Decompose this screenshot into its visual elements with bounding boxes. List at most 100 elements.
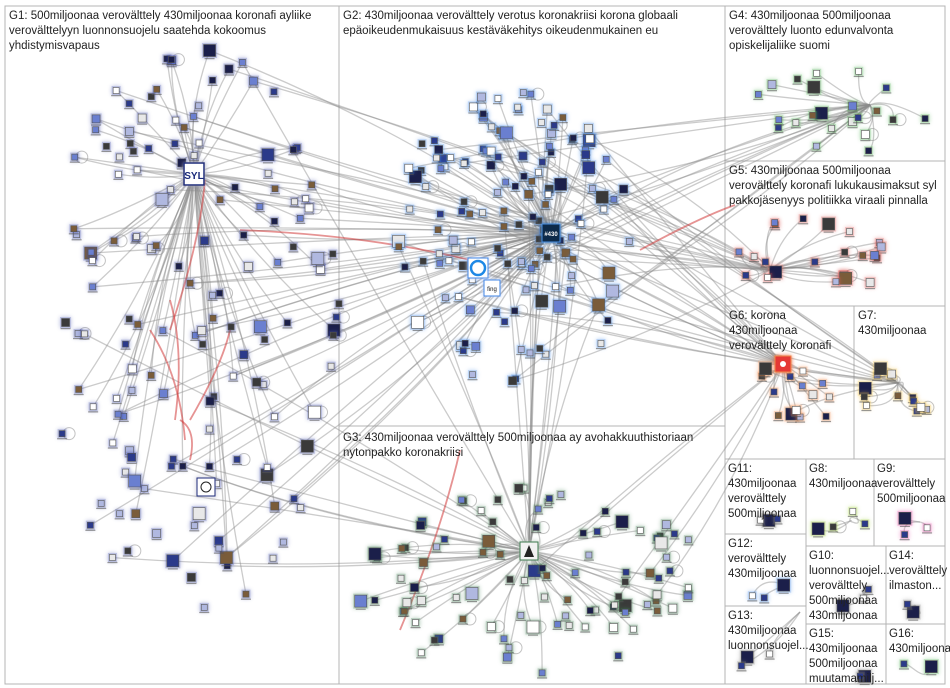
node-g3[interactable]: [570, 568, 581, 579]
node-g1[interactable]: [124, 314, 135, 325]
node-g1[interactable]: [114, 152, 125, 163]
node-g2[interactable]: [582, 122, 594, 136]
node-g3[interactable]: [369, 595, 380, 606]
node-g1[interactable]: [151, 527, 163, 541]
node-g3[interactable]: [537, 668, 548, 679]
node-g1[interactable]: [139, 484, 150, 495]
node-g2[interactable]: [594, 189, 610, 206]
node-g13[interactable]: [764, 649, 775, 660]
node-g2[interactable]: [485, 159, 497, 172]
node-g3[interactable]: [683, 535, 694, 546]
node-g2[interactable]: [459, 197, 470, 208]
node-g1[interactable]: [185, 278, 196, 289]
node-g4[interactable]: [773, 115, 784, 126]
node-g1[interactable]: [333, 299, 344, 310]
node-g5[interactable]: [762, 272, 773, 284]
node-g7[interactable]: [873, 361, 889, 378]
node-g1[interactable]: [143, 143, 154, 155]
node-g3[interactable]: [539, 592, 550, 603]
node-g4[interactable]: [847, 100, 859, 113]
node-g9[interactable]: [897, 510, 913, 528]
node-g3[interactable]: [620, 577, 631, 588]
node-g1[interactable]: [191, 506, 207, 523]
node-g1[interactable]: [60, 317, 72, 330]
node-g1[interactable]: [107, 552, 118, 564]
node-g2[interactable]: [595, 338, 606, 350]
node-g2[interactable]: [500, 177, 511, 188]
node-g3[interactable]: [501, 651, 513, 664]
node-g10[interactable]: [863, 584, 874, 596]
node-g1[interactable]: [238, 349, 250, 362]
node-g2[interactable]: [433, 225, 444, 236]
hub-node-fing[interactable]: fing: [483, 279, 501, 297]
node-g2[interactable]: [534, 246, 545, 257]
node-g2[interactable]: [524, 348, 535, 359]
node-g4[interactable]: [863, 146, 874, 157]
node-g2[interactable]: [431, 153, 442, 164]
node-g3[interactable]: [415, 595, 427, 608]
node-g1[interactable]: [73, 384, 84, 396]
node-g3[interactable]: [667, 602, 679, 615]
node-g6[interactable]: [817, 378, 828, 390]
node-g4[interactable]: [871, 106, 882, 117]
node-g2[interactable]: [453, 292, 464, 303]
node-g2[interactable]: [549, 120, 560, 131]
node-g2[interactable]: [557, 113, 568, 124]
node-g8[interactable]: [859, 519, 870, 530]
node-g1[interactable]: [169, 139, 180, 150]
node-g3[interactable]: [661, 552, 672, 563]
node-g7[interactable]: [892, 391, 903, 402]
node-g1[interactable]: [179, 122, 190, 134]
node-g5[interactable]: [838, 270, 854, 288]
node-g2[interactable]: [516, 344, 527, 356]
node-g2[interactable]: [537, 157, 548, 168]
node-g10[interactable]: [858, 593, 869, 604]
node-g2[interactable]: [499, 317, 510, 328]
node-g6[interactable]: [824, 392, 835, 403]
node-g2[interactable]: [566, 271, 577, 282]
node-g11[interactable]: [772, 514, 783, 525]
node-g3[interactable]: [410, 618, 421, 629]
node-g3[interactable]: [669, 529, 680, 540]
node-g2[interactable]: [475, 91, 487, 104]
node-g1[interactable]: [295, 503, 306, 514]
node-g2[interactable]: [418, 256, 429, 267]
node-g2[interactable]: [492, 94, 503, 105]
node-g5[interactable]: [733, 247, 744, 258]
node-g3[interactable]: [367, 546, 383, 563]
node-g1[interactable]: [113, 409, 124, 420]
node-g2[interactable]: [624, 236, 635, 248]
node-g1[interactable]: [252, 319, 268, 336]
node-g1[interactable]: [202, 43, 218, 60]
node-g1[interactable]: [207, 290, 218, 301]
node-g15[interactable]: [855, 671, 866, 682]
node-g2[interactable]: [550, 282, 561, 293]
node-g1[interactable]: [111, 393, 122, 405]
node-g1[interactable]: [113, 169, 124, 180]
node-g2[interactable]: [399, 262, 410, 273]
node-g2[interactable]: [521, 285, 532, 296]
node-g3[interactable]: [660, 519, 672, 532]
node-g3[interactable]: [653, 535, 669, 552]
node-g3[interactable]: [485, 621, 497, 634]
node-g5[interactable]: [857, 250, 868, 262]
node-g3[interactable]: [635, 525, 646, 537]
node-g1[interactable]: [122, 546, 133, 557]
node-g2[interactable]: [544, 141, 555, 152]
node-g1[interactable]: [146, 92, 157, 103]
node-g2[interactable]: [541, 103, 553, 116]
node-g4[interactable]: [807, 110, 818, 122]
node-g2[interactable]: [435, 164, 446, 175]
node-g1[interactable]: [326, 361, 337, 372]
node-g1[interactable]: [132, 319, 143, 331]
node-g4[interactable]: [920, 114, 931, 125]
node-g11[interactable]: [755, 515, 766, 526]
node-g3[interactable]: [653, 573, 664, 584]
node-g1[interactable]: [109, 236, 120, 247]
node-g4[interactable]: [859, 128, 871, 142]
node-g2[interactable]: [553, 176, 569, 194]
node-g3[interactable]: [644, 567, 656, 580]
node-g16[interactable]: [898, 659, 909, 670]
node-g1[interactable]: [87, 282, 98, 293]
node-g6[interactable]: [790, 404, 802, 418]
